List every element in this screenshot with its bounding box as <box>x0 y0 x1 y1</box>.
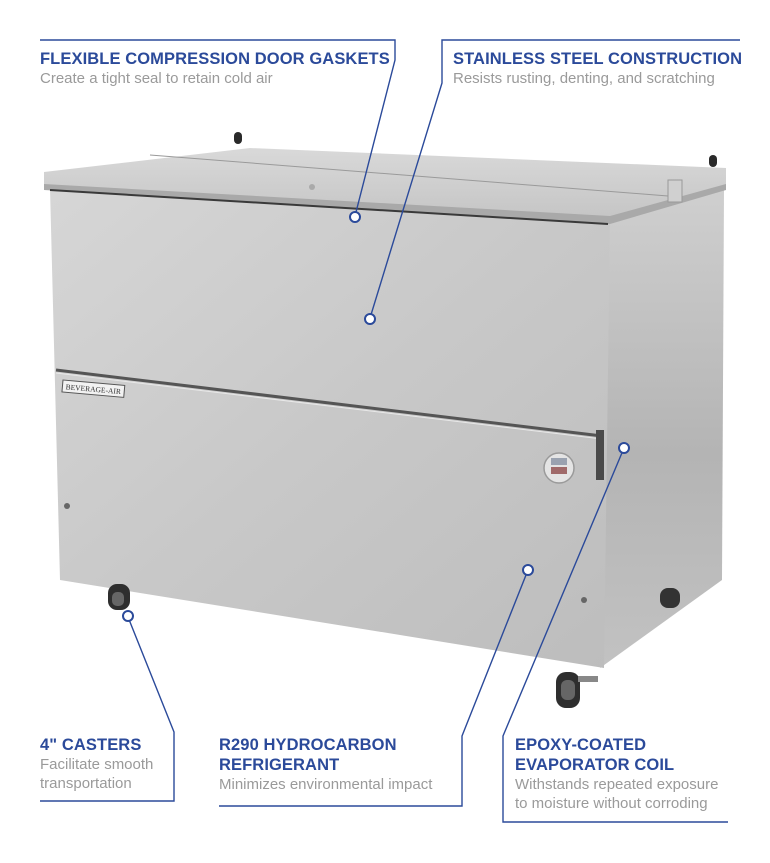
callout-description-line-2: transportation <box>40 775 132 792</box>
callout-dots <box>122 211 630 622</box>
callout-door-gaskets: FLEXIBLE COMPRESSION DOOR GASKETS Create… <box>40 49 390 88</box>
callout-title-line-2: REFRIGERANT <box>219 756 340 774</box>
callout-description-line-1: Withstands repeated exposure <box>515 776 719 793</box>
callout-title-line-2: EVAPORATOR COIL <box>515 756 675 774</box>
callout-title: STAINLESS STEEL CONSTRUCTION <box>453 50 743 68</box>
callout-title: FLEXIBLE COMPRESSION DOOR GASKETS <box>40 50 390 68</box>
caster-front-right <box>556 672 598 708</box>
top-lid <box>44 148 726 222</box>
callout-title: 4" CASTERS <box>40 736 142 754</box>
callout-description: Minimizes environmental impact <box>219 776 433 793</box>
callout-description: Create a tight seal to retain cold air <box>40 70 273 87</box>
brand-badge: BEVERAGE-AIR <box>61 379 126 398</box>
thermometer-display <box>543 452 575 484</box>
callout-refrigerant: R290 HYDROCARBON REFRIGERANT Minimizes e… <box>219 735 432 794</box>
front-panel <box>50 188 610 668</box>
callout-description-line-2: to moisture without corroding <box>515 795 708 812</box>
connector-lines <box>40 39 740 823</box>
callout-description: Resists rusting, denting, and scratching <box>453 70 715 87</box>
callout-casters: 4" CASTERS Facilitate smooth transportat… <box>40 735 153 793</box>
callout-evaporator-coil: EPOXY-COATED EVAPORATOR COIL Withstands … <box>515 735 718 813</box>
caster-front-left <box>108 584 130 610</box>
side-panel <box>600 190 724 668</box>
callout-title-line-1: R290 HYDROCARBON <box>219 736 397 754</box>
callout-title-line-1: EPOXY-COATED <box>515 736 647 754</box>
caster-rear-right <box>660 588 680 608</box>
callout-stainless-steel: STAINLESS STEEL CONSTRUCTION Resists rus… <box>453 49 742 88</box>
callout-description-line-1: Facilitate smooth <box>40 756 154 773</box>
